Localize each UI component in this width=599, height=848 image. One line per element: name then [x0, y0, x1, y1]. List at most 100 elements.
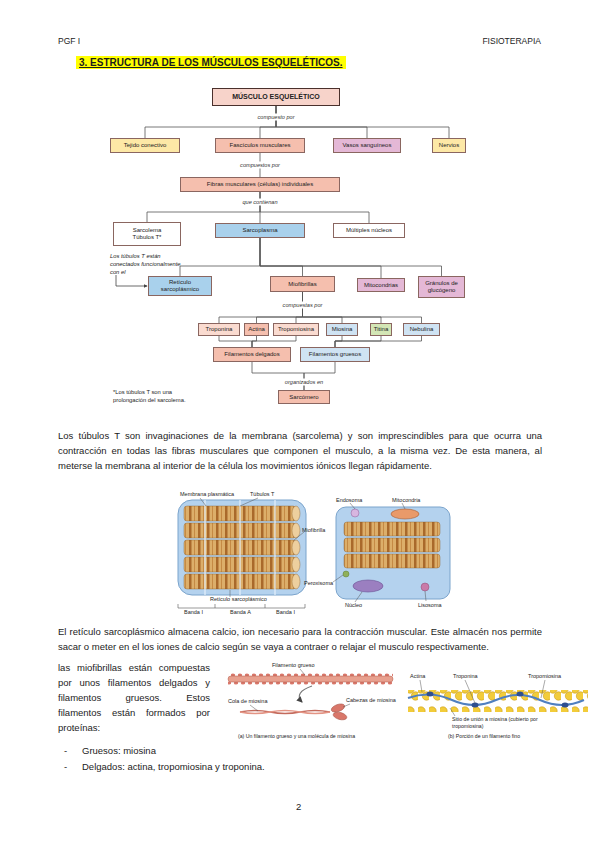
troponin-shape	[427, 692, 434, 697]
box-text: Sarcolema	[133, 227, 162, 234]
body-paragraph: El retículo sarcoplásmico almacena calci…	[58, 624, 542, 654]
myofibril-end	[292, 557, 300, 572]
part-label: Lisosoma	[418, 602, 442, 609]
thick-filament-drawing	[228, 672, 393, 721]
band-bracket	[178, 604, 305, 608]
section-heading: 3. ESTRUCTURA DE LOS MÚSCULOS ESQUELÉTIC…	[76, 56, 346, 69]
box-text: Filamentos delgados	[224, 351, 279, 358]
box-text: Titina	[374, 326, 388, 333]
box-text: Actina	[248, 326, 265, 333]
myofibril-end	[292, 540, 300, 555]
list-item: Gruesos: miosina	[82, 745, 156, 757]
connector-line	[252, 336, 257, 347]
note-arrow	[116, 275, 147, 286]
part-label: Troponina	[453, 673, 478, 680]
box-text: Retículo sarcoplásmico	[150, 279, 210, 293]
part-label: Actina	[410, 673, 425, 680]
concept-box: Nebulina	[403, 323, 440, 336]
page-number: 2	[296, 801, 301, 813]
connector-line	[252, 362, 304, 390]
part-label: Filamento grueso	[272, 662, 315, 669]
tropomyosin-strand	[408, 694, 584, 705]
connector-line	[252, 336, 296, 347]
myofibril-end	[292, 523, 300, 538]
concept-box: Miofibrillas	[270, 276, 335, 292]
concept-box: Vasos sanguíneos	[333, 138, 401, 153]
part-label: Tropomiosina	[528, 673, 561, 680]
band-label: Banda I	[184, 609, 203, 616]
t-tubule	[239, 500, 241, 595]
leader-line	[402, 503, 405, 509]
leader-lines	[250, 669, 350, 711]
connector-line	[335, 336, 342, 347]
part-label: Núcleo	[345, 602, 362, 609]
leader-line	[230, 590, 231, 597]
box-text: Fascículos musculares	[229, 142, 290, 149]
concept-box: Fibras musculares (células) individuales	[180, 177, 340, 192]
leader-line	[343, 704, 350, 707]
side-note: Los túbulos T están conectados funcional…	[110, 252, 182, 276]
connector-line	[260, 238, 381, 278]
box-text: Nebulina	[410, 326, 434, 333]
concept-box: Filamentos delgados	[213, 347, 291, 362]
t-tubule	[204, 500, 206, 595]
peroxisome-shape	[343, 571, 349, 577]
connector-label: organizados en	[284, 378, 324, 385]
connector-line	[335, 336, 422, 347]
myofibril-end	[292, 574, 300, 589]
box-text: Sarcoplasma	[242, 227, 277, 234]
leader-line	[250, 705, 258, 711]
leader-lines	[420, 680, 545, 716]
box-text: Miofibrillas	[288, 281, 316, 288]
connector-label: compuestos por	[239, 162, 281, 169]
leader-line	[333, 575, 343, 582]
body-paragraph: las miofibrillas están compuestas por un…	[58, 660, 210, 735]
header-text: FISIOTERAPIA	[441, 36, 541, 47]
sarcolemma-shape	[178, 500, 306, 595]
myofibril-shape	[344, 522, 440, 536]
box-text: Nervios	[439, 142, 459, 149]
concept-box: Tropomiosina	[273, 323, 319, 336]
part-label: Endosoma	[336, 497, 362, 504]
leader-line	[355, 592, 362, 602]
lysosome-shape	[421, 583, 429, 591]
concept-box: Titina	[370, 323, 392, 336]
concept-box: Fascículos musculares	[215, 138, 305, 153]
leader-lines	[200, 498, 304, 597]
concept-box: Sarcoplasma	[215, 223, 305, 238]
connector-label: que contienan	[241, 199, 278, 206]
leader-line	[541, 680, 545, 698]
box-text: Túbulos T*	[133, 234, 162, 241]
myosin-tail	[240, 711, 330, 714]
list-marker: -	[64, 745, 67, 757]
concept-box: Filamentos gruesos	[300, 347, 370, 362]
zoom-arrow	[299, 686, 312, 702]
connector-line	[260, 192, 369, 223]
cell-section-drawing	[336, 507, 450, 599]
figure-caption: (b) Porción de un filamento fino	[448, 733, 520, 740]
leader-line	[425, 591, 426, 601]
connector-line	[260, 238, 303, 276]
cell-outline	[336, 507, 450, 599]
box-text: Tejido conectivo	[124, 142, 167, 149]
part-label: Sitio de unión a miosina (cubierto por t…	[452, 716, 547, 730]
connector-line	[304, 362, 335, 390]
leader-line	[350, 503, 355, 509]
actin-chain	[408, 690, 588, 712]
muscle-fibre-drawing	[178, 500, 306, 608]
myosin-head	[332, 711, 347, 721]
concept-box: Múltiples núcleos	[333, 223, 405, 238]
myofibril-shape	[344, 554, 440, 568]
endosome-shape	[351, 509, 359, 517]
band-label: Banda A	[230, 609, 251, 616]
troponin-shape	[562, 703, 569, 708]
concept-box: Nervios	[432, 138, 466, 153]
leader-line	[465, 680, 475, 703]
troponin-shape	[472, 703, 479, 708]
leader-line	[240, 498, 258, 506]
part-label: Túbulos T	[250, 491, 274, 498]
box-text: Filamentos gruesos	[309, 351, 361, 358]
connector-line	[180, 238, 260, 276]
box-text: Múltiples núcleos	[346, 227, 392, 234]
box-text: Vasos sanguíneos	[343, 142, 392, 149]
